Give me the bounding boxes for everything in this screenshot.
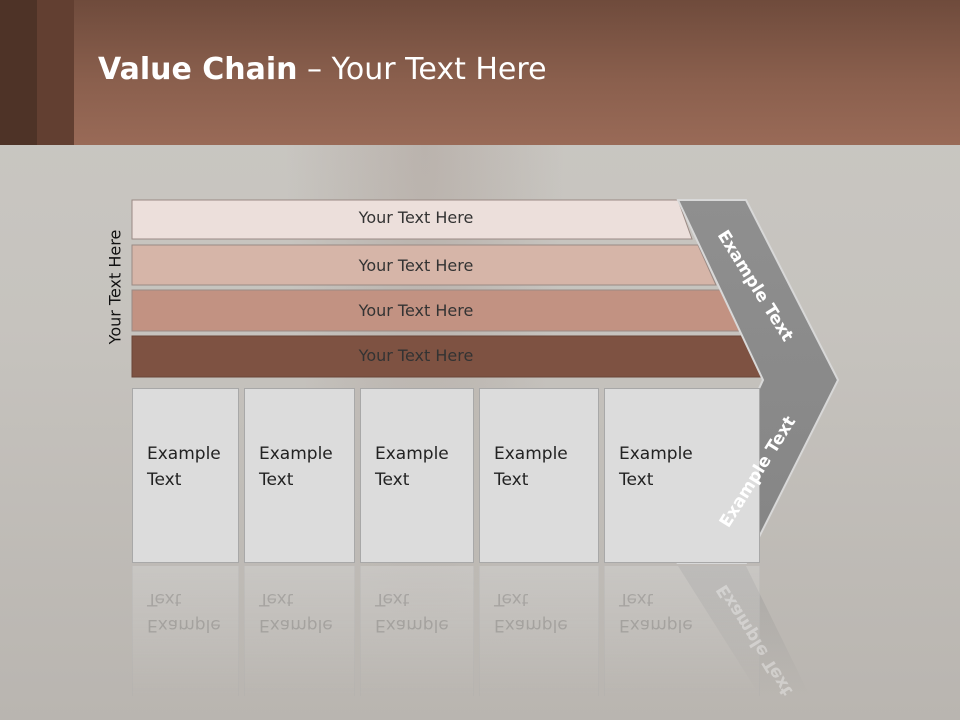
bar-1-shape	[131, 199, 693, 240]
header-stripe	[0, 0, 37, 145]
bar-3-label: Your Text Here	[358, 301, 474, 320]
cell-line2: Text	[147, 470, 182, 490]
cell-line2: Text	[375, 470, 410, 490]
cell-line1: Example	[259, 444, 333, 464]
cell-line1: Example	[375, 444, 449, 464]
cell-line2: Text	[619, 470, 654, 490]
cell-line1: Example	[147, 444, 221, 464]
cell-line2: Text	[494, 470, 529, 490]
cell-line1: Example	[619, 444, 693, 464]
bar-2-label: Your Text Here	[358, 256, 474, 275]
chevron-reflection	[678, 566, 810, 696]
slide-title: Value Chain – Your Text Here	[98, 52, 547, 87]
cell-line1: Example	[494, 444, 568, 464]
bar-1-label: Your Text Here	[358, 208, 474, 227]
bar-2-shape	[131, 244, 717, 286]
cell-line2: Text	[259, 470, 294, 490]
header-band: Value Chain – Your Text Here	[0, 0, 960, 145]
title-rest: – Your Text Here	[297, 52, 547, 87]
bar-4-label: Your Text Here	[358, 346, 474, 365]
title-bold: Value Chain	[98, 52, 298, 87]
header-stripe	[37, 0, 74, 145]
